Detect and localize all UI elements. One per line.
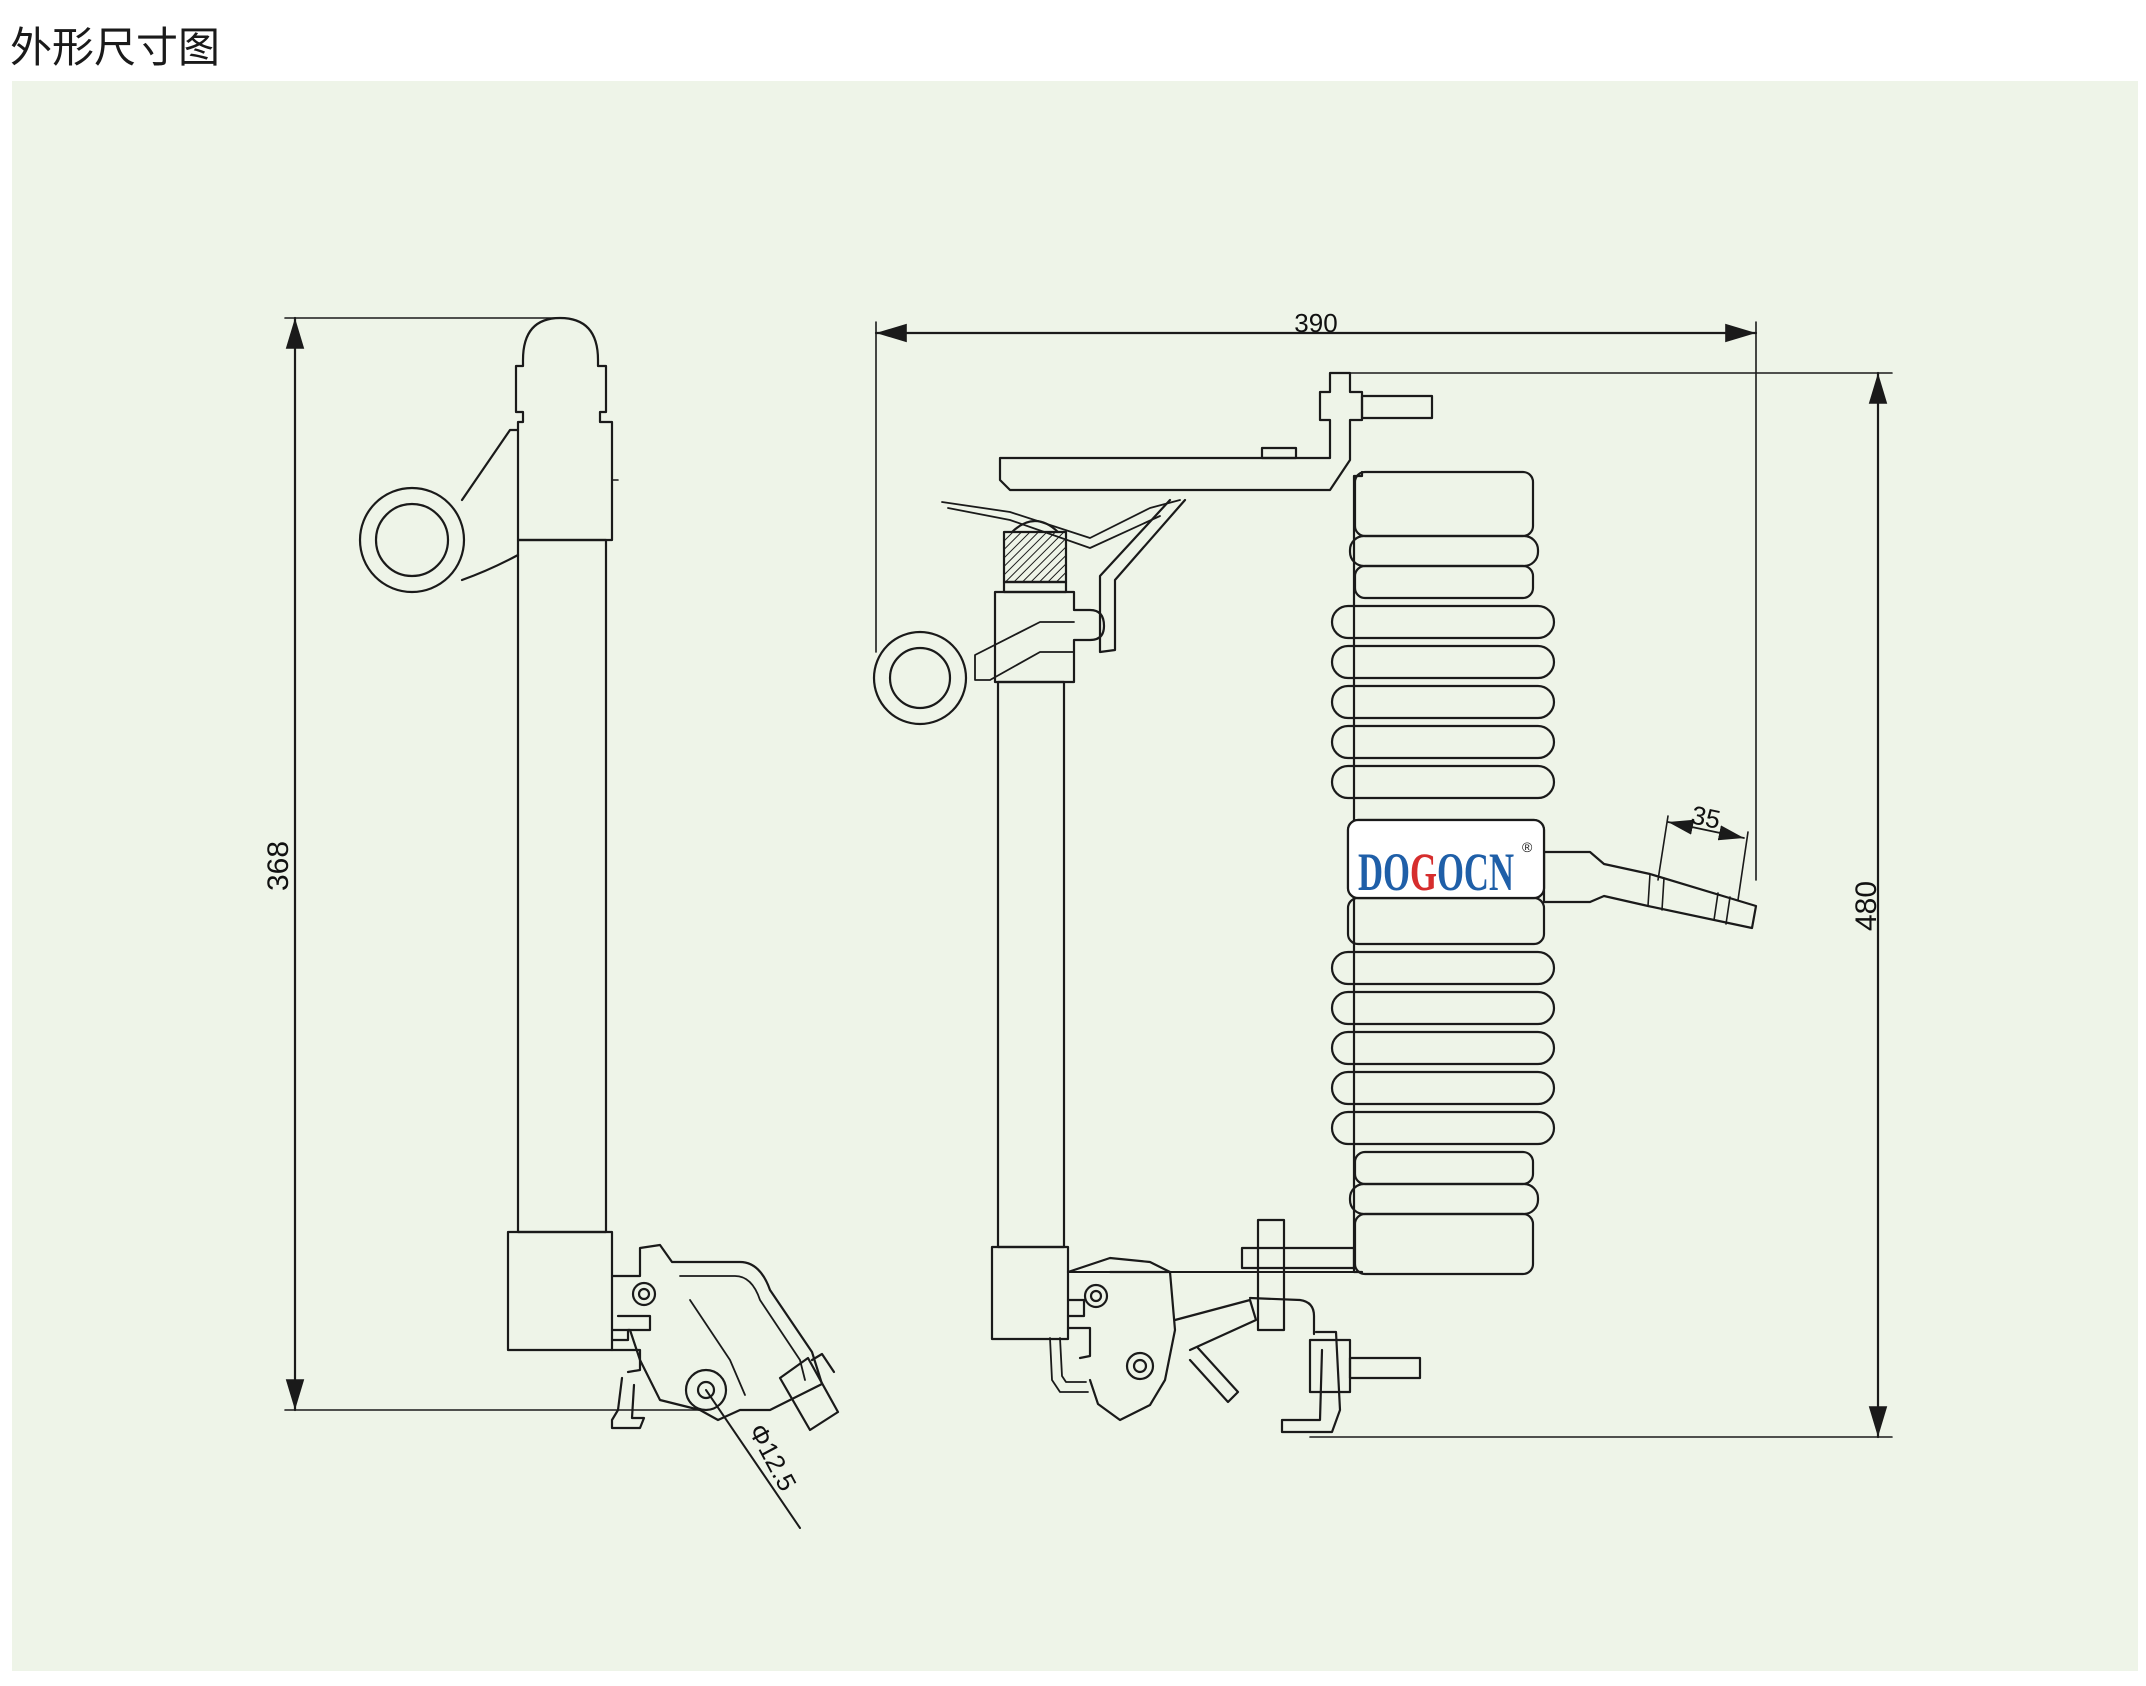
bottom-bolt-horizontal	[1348, 1356, 1422, 1380]
right-hinge-roller	[1125, 1351, 1155, 1381]
hinge-bracket	[610, 1243, 824, 1422]
logo-letter-3: G	[1410, 842, 1437, 902]
pull-ring-outer	[358, 486, 466, 594]
top-mounting-bracket	[998, 371, 1364, 492]
logo-letter-2: O	[1383, 842, 1410, 902]
dim-label-368: 368	[262, 841, 295, 891]
page-title: 外形尺寸图	[10, 23, 221, 72]
cutout-front-view	[872, 321, 1893, 1439]
dim-line-35	[1667, 819, 1745, 841]
dim-label-35: 35	[1689, 800, 1724, 835]
top-bolt	[1360, 394, 1434, 420]
top-spring-contact	[941, 499, 1181, 539]
fuse-tube-right	[996, 680, 1066, 1249]
threaded-knob	[1002, 530, 1068, 584]
side-terminal	[1542, 850, 1758, 930]
right-hinge-pin	[1083, 1283, 1109, 1309]
logo-letter-4: O	[1437, 842, 1464, 902]
hinge-roller	[684, 1368, 728, 1412]
svg-text:DOGOCN: DOGOCN	[1358, 842, 1514, 902]
hinge-pin-outer	[631, 1281, 657, 1307]
bottom-bolt-vertical	[1256, 1218, 1286, 1332]
top-arm	[1098, 498, 1187, 654]
contact-block	[778, 1356, 840, 1432]
operating-ring-outer	[872, 630, 968, 726]
lower-tube-cap	[990, 1245, 1070, 1341]
logo-letter-6: N	[1489, 842, 1514, 902]
brand-logo: DOGOCN ®	[1358, 839, 1533, 902]
hook	[610, 1376, 646, 1430]
dim-label-390: 390	[1294, 308, 1337, 338]
porcelain-insulator	[1330, 470, 1556, 1276]
diameter-leader	[705, 1389, 801, 1529]
drawing-panel	[12, 81, 2138, 1671]
logo-letter-5: C	[1464, 842, 1489, 902]
pull-ring-inner	[374, 502, 450, 578]
lower-cap	[506, 1230, 614, 1352]
dim-label-480: 480	[1850, 881, 1883, 931]
fuse-tube-body	[516, 538, 608, 1234]
operating-ring-inner	[888, 646, 952, 710]
logo-letter-1: D	[1358, 842, 1383, 902]
upper-tube-cap	[993, 590, 1106, 684]
top-cap	[514, 316, 614, 542]
fuse-tube-side-view	[284, 316, 840, 1529]
registered-mark: ®	[1522, 839, 1533, 855]
